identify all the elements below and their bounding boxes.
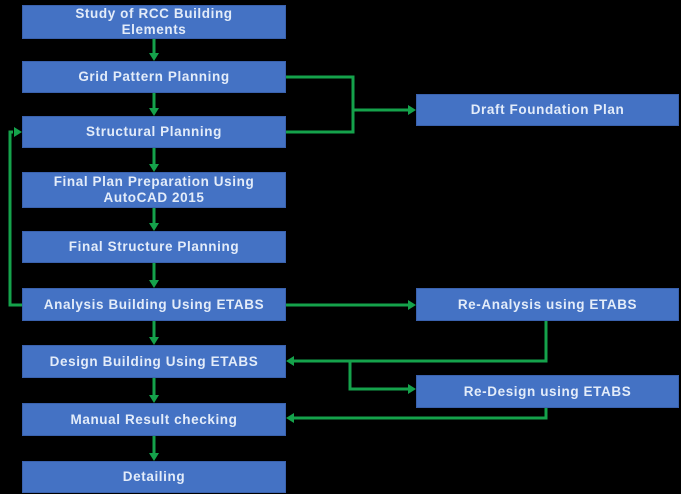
node-label: Grid Pattern Planning	[78, 69, 230, 84]
edge-finalstructure-to-analysis	[149, 263, 159, 288]
edge-redesign-to-manual	[286, 408, 548, 423]
node-label: Structural Planning	[86, 124, 222, 139]
node-grid-pattern-planning: Grid Pattern Planning	[22, 61, 286, 93]
node-label: Detailing	[122, 469, 186, 484]
node-label: Final Plan Preparation Using AutoCAD 201…	[53, 174, 255, 205]
edge-study-to-grid	[149, 39, 159, 61]
node-re-design-etabs: Re-Design using ETABS	[416, 375, 679, 408]
node-label: Analysis Building Using ETABS	[43, 296, 265, 312]
node-final-structure-planning: Final Structure Planning	[22, 231, 286, 263]
node-detailing: Detailing	[22, 461, 286, 493]
edge-reanalysis-to-design	[286, 321, 548, 366]
edge-branch-to-redesign	[348, 361, 416, 394]
node-label: Re-Analysis using ETABS	[457, 296, 638, 312]
node-label: Final Structure Planning	[68, 239, 240, 254]
node-label: Draft Foundation Plan	[470, 102, 625, 117]
node-label: Design Building Using ETABS	[49, 353, 259, 369]
edge-structural-to-finalplan	[149, 148, 159, 172]
edge-design-to-manual	[149, 378, 159, 403]
edge-analysis-to-reanalysis	[286, 300, 416, 310]
node-study-of-rcc-building-elements: Study of RCC Building Elements	[22, 5, 286, 39]
node-structural-planning: Structural Planning	[22, 116, 286, 148]
node-label: Re-Design using ETABS	[463, 383, 632, 399]
edge-manual-to-detailing	[149, 436, 159, 461]
node-label: Manual Result checking	[70, 411, 238, 427]
node-label: Study of RCC Building Elements	[75, 6, 233, 37]
edge-finalplan-to-finalstructure	[149, 208, 159, 231]
node-analysis-building-etabs: Analysis Building Using ETABS	[22, 288, 286, 321]
edge-grid-structural-to-draftfoundation	[286, 75, 416, 134]
edge-grid-to-structural	[149, 93, 159, 116]
edge-analysis-to-design	[149, 321, 159, 345]
node-manual-result-checking: Manual Result checking	[22, 403, 286, 436]
node-draft-foundation-plan: Draft Foundation Plan	[416, 94, 679, 126]
edge-analysis-feedback-to-structural	[8, 127, 22, 307]
node-design-building-etabs: Design Building Using ETABS	[22, 345, 286, 378]
node-final-plan-preparation: Final Plan Preparation Using AutoCAD 201…	[22, 172, 286, 208]
node-re-analysis-etabs: Re-Analysis using ETABS	[416, 288, 679, 321]
